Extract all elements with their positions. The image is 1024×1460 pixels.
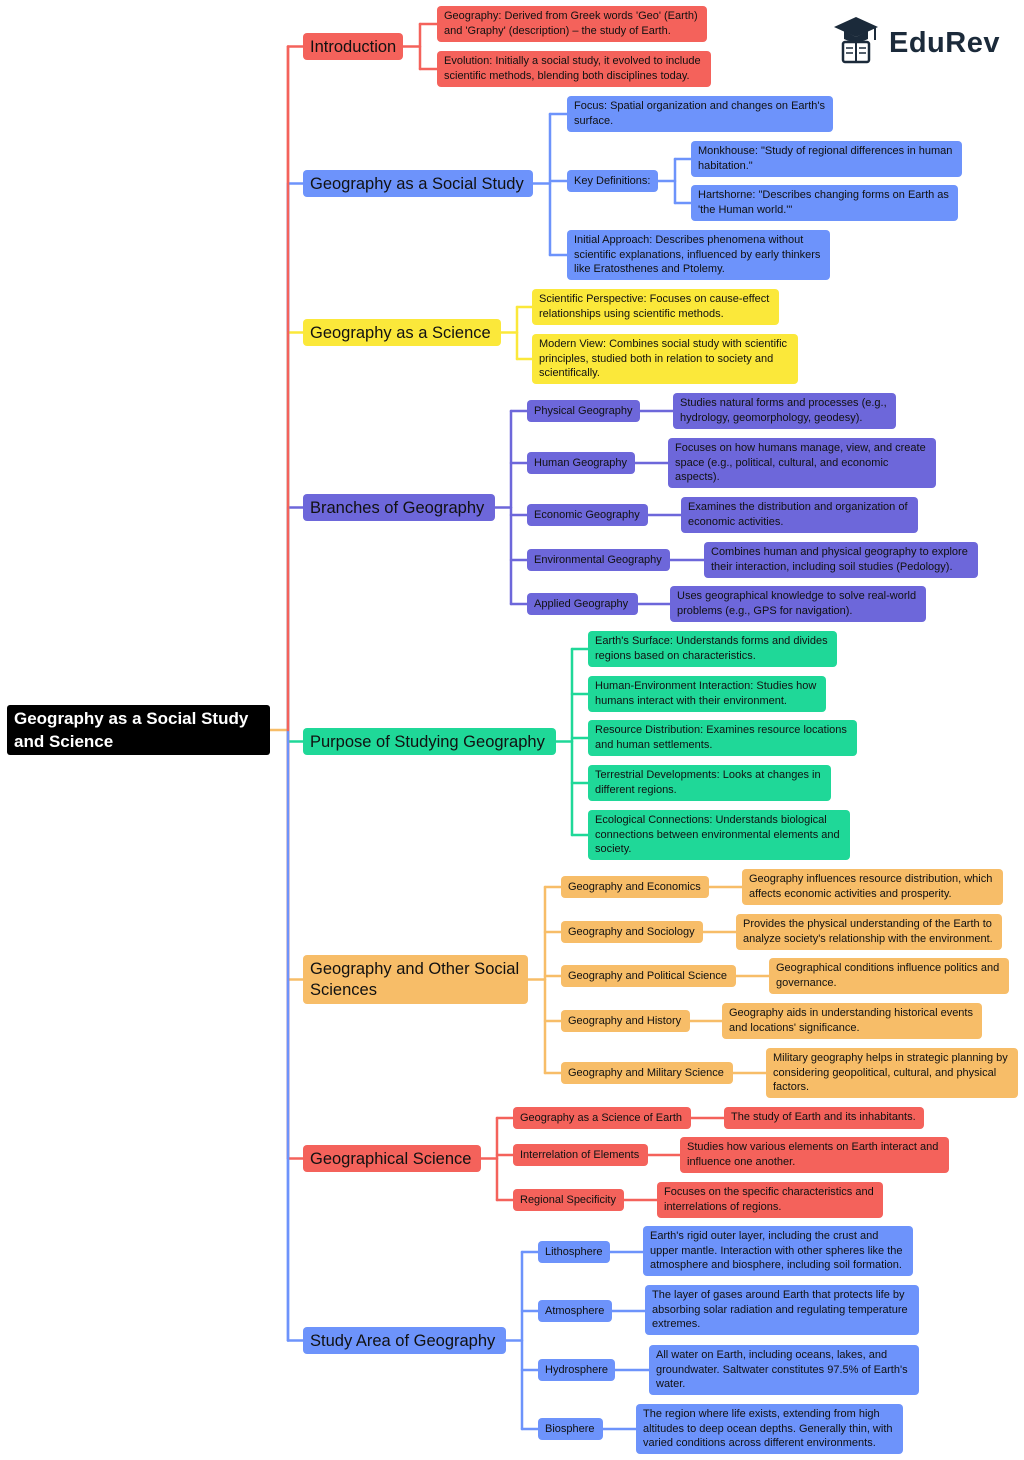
section-branches: Branches of Geography [303, 494, 495, 521]
study-atmosphere-detail: The layer of gases around Earth that pro… [645, 1285, 919, 1335]
study-hydrosphere-detail: All water on Earth, including oceans, la… [649, 1345, 919, 1395]
study-hydrosphere: Hydrosphere [538, 1359, 615, 1381]
brand-name: EduRev [889, 27, 1000, 59]
section-study-area: Study Area of Geography [303, 1327, 506, 1354]
branch-economic: Economic Geography [527, 504, 648, 526]
purpose-leaf-human-environment: Human-Environment Interaction: Studies h… [588, 676, 826, 712]
key-definition-hartshorne: Hartshorne: "Describes changing forms on… [691, 185, 958, 221]
branch-human: Human Geography [527, 452, 635, 474]
social-initial-approach: Initial Approach: Describes phenomena wi… [567, 230, 830, 280]
purpose-leaf-ecological: Ecological Connections: Understands biol… [588, 810, 850, 860]
other-sociology-detail: Provides the physical understanding of t… [736, 914, 1002, 950]
intro-leaf-evolution: Evolution: Initially a social study, it … [437, 51, 711, 87]
study-atmosphere: Atmosphere [538, 1300, 612, 1322]
study-lithosphere: Lithosphere [538, 1241, 610, 1263]
intro-leaf-geography: Geography: Derived from Greek words 'Geo… [437, 6, 707, 42]
study-biosphere: Biosphere [538, 1418, 603, 1440]
purpose-leaf-terrestrial: Terrestrial Developments: Looks at chang… [588, 765, 831, 801]
branch-economic-detail: Examines the distribution and organizati… [681, 497, 918, 533]
branch-applied: Applied Geography [527, 593, 638, 615]
section-other-sciences: Geography and Other Social Sciences [303, 955, 528, 1004]
geo-interrelation-of-elements: Interrelation of Elements [513, 1144, 648, 1166]
key-definition-monkhouse: Monkhouse: "Study of regional difference… [691, 141, 962, 177]
edurev-logo: EduRev [830, 14, 1010, 72]
other-military-science: Geography and Military Science [561, 1062, 733, 1084]
other-history: Geography and History [561, 1010, 690, 1032]
other-economics: Geography and Economics [561, 876, 709, 898]
branch-physical: Physical Geography [527, 400, 640, 422]
purpose-leaf-earth-surface: Earth's Surface: Understands forms and d… [588, 631, 837, 667]
social-key-definitions: Key Definitions: [567, 170, 658, 192]
graduation-cap-icon [834, 17, 878, 64]
other-economics-detail: Geography influences resource distributi… [742, 869, 1003, 905]
section-geographical-science: Geographical Science [303, 1145, 481, 1172]
social-focus: Focus: Spatial organization and changes … [567, 96, 833, 132]
geo-science-of-earth: Geography as a Science of Earth [513, 1107, 691, 1129]
other-sociology: Geography and Sociology [561, 921, 703, 943]
geo-science-of-earth-detail: The study of Earth and its inhabitants. [724, 1107, 924, 1129]
geo-interrelation-detail: Studies how various elements on Earth in… [680, 1137, 949, 1173]
branch-physical-detail: Studies natural forms and processes (e.g… [673, 393, 896, 429]
other-history-detail: Geography aids in understanding historic… [722, 1003, 982, 1039]
branch-applied-detail: Uses geographical knowledge to solve rea… [670, 586, 926, 622]
study-biosphere-detail: The region where life exists, extending … [636, 1404, 903, 1454]
branch-environmental: Environmental Geography [527, 549, 670, 571]
geo-regional-specificity: Regional Specificity [513, 1189, 624, 1211]
geo-regional-specificity-detail: Focuses on the specific characteristics … [657, 1182, 883, 1218]
section-purpose: Purpose of Studying Geography [303, 728, 556, 755]
purpose-leaf-resource: Resource Distribution: Examines resource… [588, 720, 857, 756]
section-social-study: Geography as a Social Study [303, 170, 533, 197]
study-lithosphere-detail: Earth's rigid outer layer, including the… [643, 1226, 913, 1276]
science-leaf-perspective: Scientific Perspective: Focuses on cause… [532, 289, 779, 325]
other-political-science: Geography and Political Science [561, 965, 736, 987]
section-introduction: Introduction [303, 33, 403, 60]
section-science: Geography as a Science [303, 319, 501, 346]
science-leaf-modern-view: Modern View: Combines social study with … [532, 334, 798, 384]
root-topic: Geography as a Social Study and Science [7, 705, 270, 755]
branch-environmental-detail: Combines human and physical geography to… [704, 542, 978, 578]
other-political-science-detail: Geographical conditions influence politi… [769, 958, 1009, 994]
other-military-science-detail: Military geography helps in strategic pl… [766, 1048, 1018, 1098]
branch-human-detail: Focuses on how humans manage, view, and … [668, 438, 936, 488]
